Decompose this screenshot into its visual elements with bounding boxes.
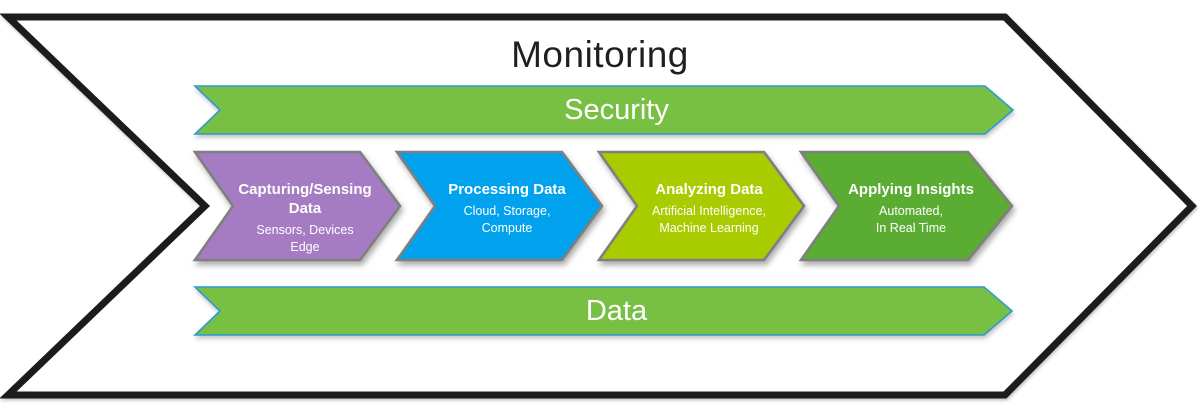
step-capturing-sensing-data: Capturing/Sensing Data Sensors, Devices …	[230, 180, 380, 256]
step-subtitle-line2: Edge	[290, 240, 320, 254]
step-analyzing-data-shape	[596, 150, 806, 262]
data-banner-shape	[193, 286, 1014, 336]
step-subtitle-line2: Compute	[481, 221, 533, 235]
step-subtitle-line2: Machine Learning	[659, 221, 759, 235]
step-analyzing-data: Analyzing Data Artificial Intelligence, …	[634, 180, 784, 237]
data-banner-label: Data	[585, 295, 648, 327]
step-subtitle-line1: Artificial Intelligence,	[652, 204, 766, 218]
step-applying-insights-shape	[798, 150, 1014, 262]
security-banner-label: Security	[564, 94, 669, 126]
step-subtitle-line1: Cloud, Storage,	[463, 204, 551, 218]
step-subtitle-line2: In Real Time	[875, 221, 947, 235]
step-title: Processing Data	[448, 181, 566, 198]
step-processing-data: Processing Data Cloud, Storage, Compute	[432, 180, 582, 237]
step-title: Applying Insights	[848, 181, 974, 198]
step-title: Analyzing Data	[655, 181, 763, 198]
security-banner-shape	[193, 85, 1015, 135]
diagram-title: Monitoring	[511, 34, 689, 75]
step-capturing-sensing-data-shape	[192, 150, 402, 262]
step-title: Capturing/Sensing Data	[238, 181, 372, 217]
step-subtitle-line1: Sensors, Devices	[256, 223, 354, 237]
step-processing-data-shape	[394, 150, 604, 262]
step-subtitle-line1: Automated,	[879, 204, 943, 218]
step-applying-insights: Applying Insights Automated, In Real Tim…	[836, 180, 986, 237]
